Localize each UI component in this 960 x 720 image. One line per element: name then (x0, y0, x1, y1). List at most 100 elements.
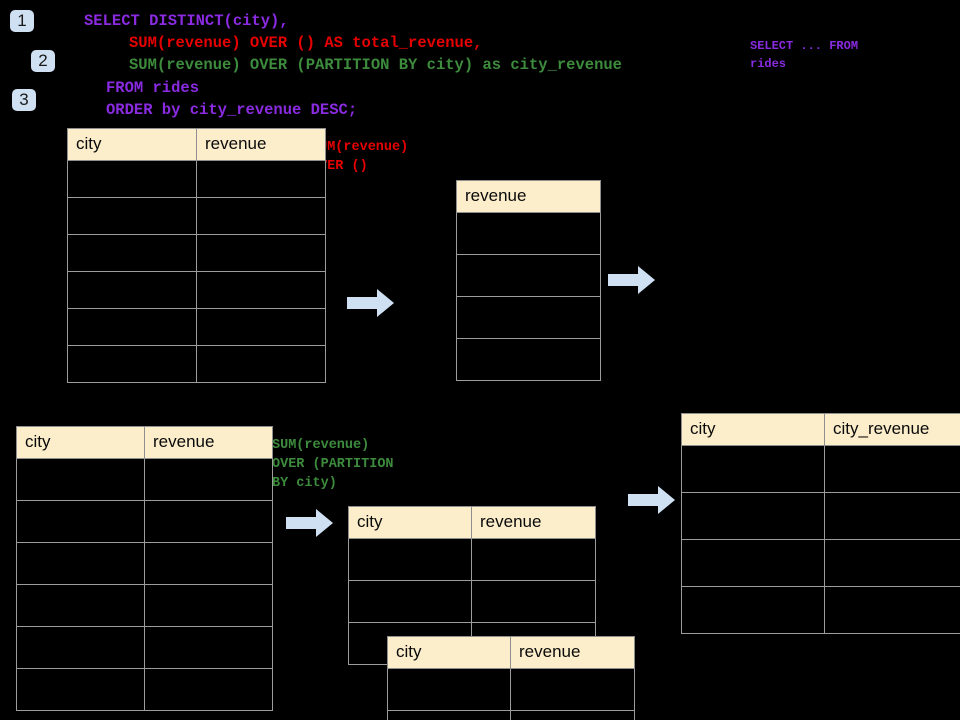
step-badge-1: 1 (10, 10, 34, 32)
arrow-partition-to-result (628, 486, 675, 514)
table-cell (16, 668, 145, 711)
table-header-row: revenue (456, 180, 601, 213)
table-row (681, 492, 960, 540)
table-cell (681, 539, 825, 587)
column-header-city: city (387, 636, 511, 669)
column-header-revenue: revenue (144, 426, 273, 459)
table-cell (144, 542, 273, 585)
table-cell (456, 212, 601, 255)
table-row (67, 234, 326, 272)
table-row (67, 345, 326, 383)
table-row (681, 586, 960, 634)
sql-line-select-distinct: SELECT DISTINCT(city), (84, 12, 289, 30)
table-cell (67, 234, 197, 272)
step-badge-2: 2 (31, 50, 55, 72)
table-cell (16, 626, 145, 669)
annotation-select-from-rides: SELECT ... FROM rides (750, 39, 859, 71)
table-header-row: city revenue (387, 636, 635, 669)
table-cell (144, 584, 273, 627)
table-cell (16, 500, 145, 543)
table-cell (387, 710, 511, 720)
column-header-city: city (67, 128, 197, 161)
rides-source-table: city revenue (67, 128, 326, 383)
table-row (681, 445, 960, 493)
table-cell (144, 500, 273, 543)
table-cell (348, 580, 472, 623)
table-row (67, 160, 326, 198)
table-row (387, 710, 635, 720)
table-cell (67, 271, 197, 309)
table-row (67, 271, 326, 309)
table-cell (387, 668, 511, 711)
sql-line-sum-over-empty: SUM(revenue) OVER () AS total_revenue, (129, 34, 483, 52)
table-cell (681, 586, 825, 634)
table-row (16, 458, 273, 501)
column-header-revenue: revenue (196, 128, 326, 161)
table-cell (824, 445, 960, 493)
table-cell (824, 492, 960, 540)
table-cell (456, 296, 601, 339)
arrow-source-to-partition (286, 509, 333, 537)
table-row (16, 500, 273, 543)
partition-group-table-back: city revenue (348, 506, 596, 665)
table-cell (144, 458, 273, 501)
table-cell (16, 584, 145, 627)
annotation-sum-over-partition: SUM(revenue) OVER (PARTITION BY city) (272, 438, 394, 491)
table-cell (144, 668, 273, 711)
column-header-city: city (16, 426, 145, 459)
table-cell (824, 586, 960, 634)
arrow-total-revenue-to-result (608, 266, 655, 294)
step-badge-3: 3 (12, 89, 36, 111)
column-header-revenue: revenue (471, 506, 596, 539)
sql-line-order-by: ORDER by city_revenue DESC; (106, 101, 358, 119)
table-row (387, 668, 635, 711)
column-header-city: city (348, 506, 472, 539)
table-row (681, 539, 960, 587)
table-cell (196, 160, 326, 198)
city-revenue-result-table: city city_revenue (681, 413, 960, 634)
table-row (348, 580, 596, 623)
total-revenue-table: revenue (456, 180, 601, 381)
table-row (16, 584, 273, 627)
table-cell (471, 538, 596, 581)
table-row (456, 338, 601, 381)
table-cell (681, 445, 825, 493)
table-row (348, 538, 596, 581)
table-cell (196, 234, 326, 272)
table-cell (16, 542, 145, 585)
table-row (456, 296, 601, 339)
table-cell (144, 626, 273, 669)
table-cell (510, 710, 635, 720)
column-header-revenue: revenue (510, 636, 635, 669)
table-cell (196, 345, 326, 383)
table-cell (456, 254, 601, 297)
table-row (456, 212, 601, 255)
table-header-row: city city_revenue (681, 413, 960, 446)
table-cell (681, 492, 825, 540)
sql-line-from-rides: FROM rides (106, 79, 200, 97)
table-row (16, 626, 273, 669)
table-cell (510, 668, 635, 711)
table-row (16, 542, 273, 585)
column-header-city: city (681, 413, 825, 446)
rides-source-table-partitioned: city revenue (16, 426, 273, 711)
table-cell (67, 308, 197, 346)
column-header-city-revenue: city_revenue (824, 413, 960, 446)
table-row (16, 668, 273, 711)
table-row (456, 254, 601, 297)
table-header-row: city revenue (16, 426, 273, 459)
table-cell (67, 345, 197, 383)
table-cell (196, 271, 326, 309)
table-row (67, 308, 326, 346)
table-cell (16, 458, 145, 501)
table-header-row: city revenue (348, 506, 596, 539)
table-cell (67, 197, 197, 235)
table-cell (824, 539, 960, 587)
table-header-row: city revenue (67, 128, 326, 161)
column-header-revenue: revenue (456, 180, 601, 213)
table-cell (456, 338, 601, 381)
table-row (67, 197, 326, 235)
table-cell (196, 308, 326, 346)
table-cell (196, 197, 326, 235)
table-cell (67, 160, 197, 198)
